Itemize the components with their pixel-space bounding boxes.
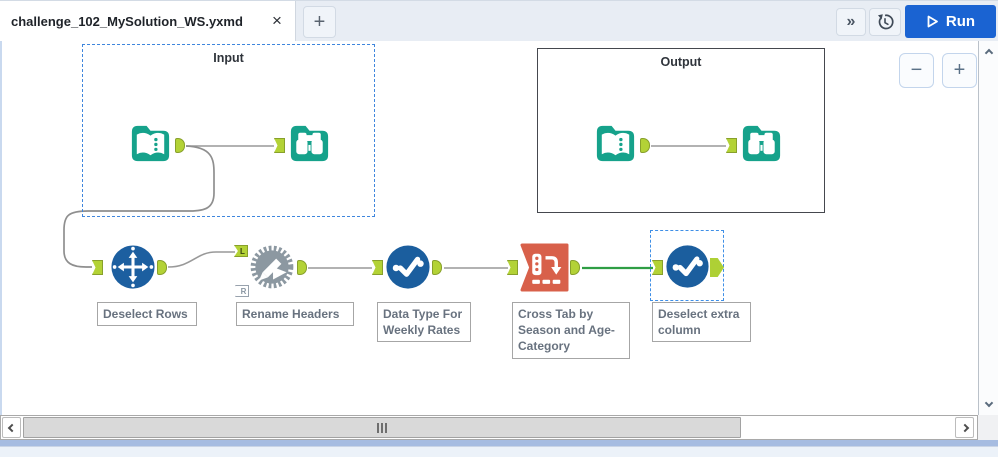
- container-output[interactable]: Output: [537, 48, 825, 213]
- connection-wires: [63, 145, 726, 270]
- wire-deselect-rows-to-rename[interactable]: [167, 251, 235, 268]
- results-panel-edge: [0, 446, 998, 457]
- close-tab-icon[interactable]: ×: [272, 11, 282, 30]
- select-tool-icon[interactable]: [665, 244, 710, 289]
- cross-tab-icon[interactable]: [520, 243, 569, 292]
- output-anchor[interactable]: [432, 260, 442, 275]
- thumb-grip-icon: [385, 422, 387, 433]
- output-anchor[interactable]: [157, 260, 167, 275]
- horizontal-scrollbar-thumb[interactable]: [23, 417, 741, 438]
- dynamic-rename-icon[interactable]: [247, 242, 297, 292]
- tool-label-rename-headers[interactable]: Rename Headers: [236, 302, 354, 327]
- chevron-up-icon: [984, 48, 993, 58]
- tool-label-data-type[interactable]: Data Type For Weekly Rates: [377, 302, 471, 343]
- run-button[interactable]: Run: [905, 5, 996, 38]
- chevron-right-icon: [960, 423, 969, 432]
- scroll-up-button[interactable]: [979, 43, 998, 63]
- scrollbar-corner: [978, 415, 998, 440]
- scroll-left-button[interactable]: [2, 417, 21, 438]
- output-anchor[interactable]: [640, 138, 650, 153]
- new-tab-button[interactable]: +: [303, 6, 336, 38]
- container-input-label: Input: [213, 51, 244, 65]
- history-icon: [878, 14, 894, 30]
- selection-outline: [650, 230, 724, 301]
- output-anchor[interactable]: [297, 260, 307, 275]
- select-tool-icon[interactable]: [385, 244, 431, 290]
- chevron-left-icon: [7, 423, 16, 432]
- input-data-icon[interactable]: [127, 118, 174, 167]
- select-records-icon[interactable]: [110, 244, 156, 290]
- workflow-canvas[interactable]: Input Output: [0, 41, 978, 415]
- workflow-tab-title: challenge_102_MySolution_WS.yxmd: [11, 14, 243, 29]
- zoom-in-button[interactable]: +: [942, 53, 977, 88]
- thumb-grip-icon: [377, 422, 379, 433]
- browse-icon[interactable]: [286, 118, 333, 167]
- wire-input-to-deselect-rows[interactable]: [63, 145, 215, 268]
- scroll-down-button[interactable]: [979, 393, 998, 413]
- container-output-label: Output: [660, 55, 702, 69]
- tool-label-deselect-extra[interactable]: Deselect extra column: [652, 302, 751, 343]
- horizontal-scrollbar[interactable]: [0, 415, 978, 440]
- chevron-down-icon: [984, 398, 993, 408]
- workflow-history-button[interactable]: [869, 8, 901, 36]
- play-icon: [927, 15, 938, 28]
- thumb-grip-icon: [381, 422, 383, 433]
- output-anchor[interactable]: [175, 138, 185, 153]
- scroll-right-button[interactable]: [955, 417, 974, 438]
- output-anchor[interactable]: [570, 260, 580, 275]
- tool-label-cross-tab[interactable]: Cross Tab by Season and Age-Category: [512, 302, 630, 359]
- vertical-scrollbar[interactable]: [978, 41, 998, 415]
- workflow-tab[interactable]: challenge_102_MySolution_WS.yxmd ×: [0, 1, 296, 42]
- tab-bar: challenge_102_MySolution_WS.yxmd × + » R…: [0, 0, 998, 42]
- right-input-anchor[interactable]: R: [235, 285, 249, 297]
- toolbar-overflow-button[interactable]: »: [836, 8, 866, 36]
- input-data-icon[interactable]: [592, 118, 639, 167]
- tool-label-deselect-rows[interactable]: Deselect Rows: [97, 302, 197, 327]
- container-input[interactable]: Input: [82, 44, 375, 217]
- zoom-out-button[interactable]: −: [899, 53, 934, 88]
- output-anchor[interactable]: [710, 258, 724, 277]
- browse-icon[interactable]: [738, 118, 785, 167]
- run-button-label: Run: [945, 13, 976, 30]
- panel-splitter[interactable]: [0, 440, 998, 446]
